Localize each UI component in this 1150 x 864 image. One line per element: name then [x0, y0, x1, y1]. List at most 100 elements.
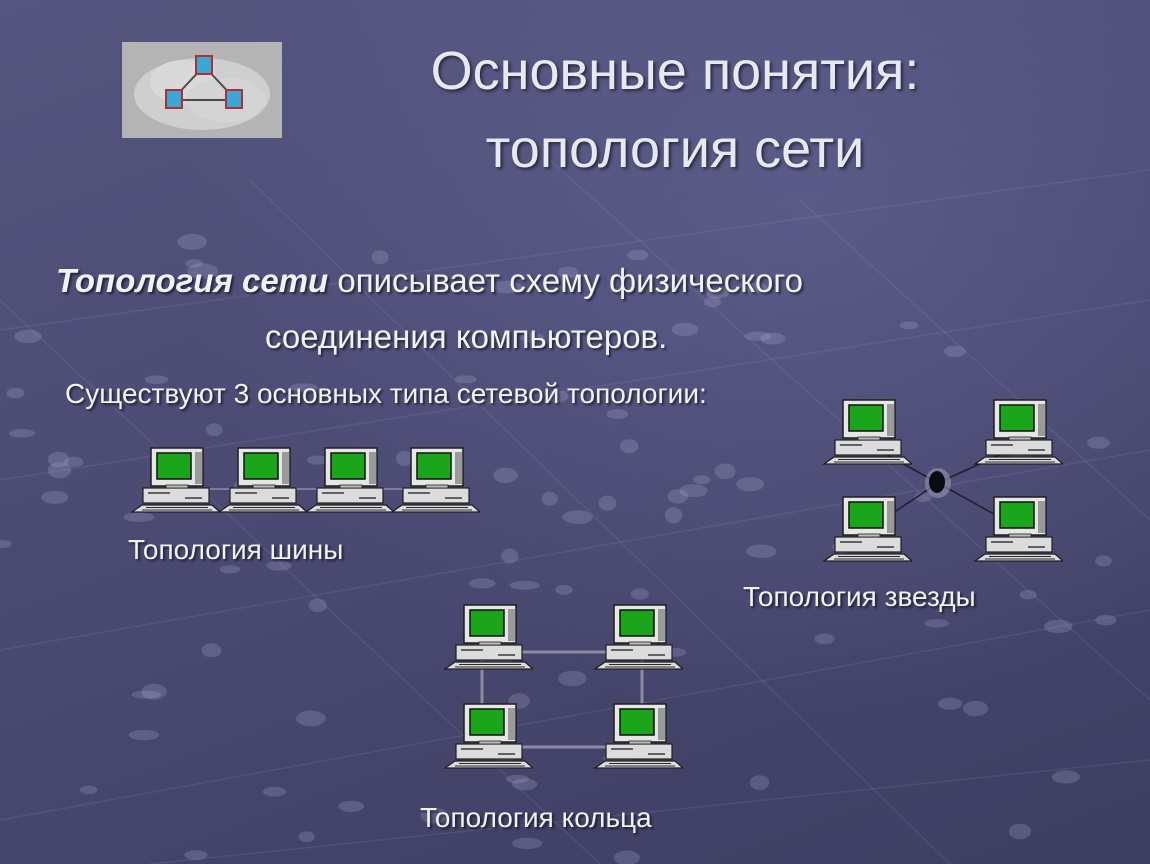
- star-topology-caption: Топология звезды: [743, 581, 976, 612]
- background-dot: [420, 807, 449, 824]
- background-dot: [512, 778, 538, 791]
- background-dot: [505, 774, 529, 784]
- background-dot: [1019, 590, 1037, 600]
- computer-icon: [305, 447, 395, 513]
- background-dot: [266, 560, 292, 571]
- background-dot: [296, 710, 326, 727]
- background-dot: [128, 729, 160, 741]
- computer-icon: [391, 447, 481, 513]
- background-dot: [512, 837, 543, 850]
- background-dot: [6, 387, 25, 399]
- background-dot: [606, 409, 629, 419]
- background-dot: [562, 510, 593, 524]
- network-triangle-icon: [134, 55, 270, 130]
- star-computer: [822, 495, 913, 565]
- ring-cables: [480, 650, 644, 749]
- background-dot: [1044, 619, 1073, 634]
- background-dot: [1095, 555, 1112, 567]
- ring-topology-caption: Топология кольца: [420, 802, 652, 833]
- background-dot: [9, 429, 35, 438]
- background-dot: [671, 322, 699, 337]
- computer-icon: [218, 447, 308, 513]
- computer-icon: [974, 496, 1064, 562]
- background-dot: [262, 786, 287, 797]
- bus-computer: [304, 446, 395, 516]
- background-dot: [541, 491, 558, 506]
- ring-computer: [443, 702, 534, 772]
- slide-title-line-1: Основные понятия:: [430, 41, 920, 101]
- background-dot: [1008, 823, 1031, 840]
- background-dot: [627, 249, 649, 261]
- background-dot: [454, 375, 477, 384]
- background-dot: [185, 259, 203, 268]
- background-dot: [123, 512, 155, 522]
- background-dot: [289, 383, 318, 393]
- star-computer: [973, 398, 1064, 468]
- background-dot: [1087, 436, 1110, 449]
- computer-icon: [974, 399, 1064, 465]
- background-dot: [0, 540, 12, 548]
- background-dot: [468, 578, 496, 589]
- background-dot: [520, 332, 545, 343]
- background-dot: [714, 463, 736, 480]
- background-dot: [1095, 614, 1117, 626]
- background-dot: [546, 390, 569, 403]
- background-dot: [131, 690, 162, 699]
- slide-title-line-2: топология сети: [485, 119, 865, 179]
- computer-icon: [444, 604, 534, 670]
- background-dot: [141, 683, 167, 700]
- background-dot: [490, 280, 523, 294]
- background-dot: [736, 477, 765, 492]
- background-dot: [693, 475, 711, 485]
- bus-topology-caption: Топология шины: [128, 534, 344, 565]
- background-dot: [557, 266, 579, 279]
- computer-icon: [823, 399, 913, 465]
- background-dot: [944, 345, 966, 357]
- background-dot: [371, 250, 389, 265]
- background-dot: [306, 455, 329, 465]
- computer-icon: [131, 447, 221, 513]
- background-dot: [509, 580, 540, 590]
- logo-image: [122, 42, 282, 138]
- background-dot: [41, 490, 69, 504]
- definition-term: Топология сети: [56, 262, 329, 299]
- background-dot: [706, 289, 729, 299]
- background-dot: [501, 548, 519, 564]
- background-dot: [937, 697, 963, 710]
- background-dot: [667, 489, 689, 504]
- background-dot: [744, 282, 769, 293]
- bus-computer: [217, 446, 308, 516]
- background-dot: [679, 484, 708, 498]
- ring-computer: [443, 603, 534, 673]
- background-dot: [201, 643, 222, 658]
- background-dot: [395, 450, 414, 467]
- background-dot: [144, 375, 168, 385]
- background-dot: [814, 633, 835, 645]
- background-dot: [63, 456, 84, 468]
- background-dot: [914, 492, 932, 502]
- computer-icon: [444, 703, 534, 769]
- background-dot: [619, 439, 639, 454]
- background-dot: [924, 619, 949, 628]
- background-dot: [206, 423, 223, 437]
- topology-types-intro: Существуют 3 основных типа сетевой топол…: [65, 378, 707, 409]
- background-dot: [630, 588, 649, 600]
- background-dot: [47, 451, 70, 468]
- background-dot: [1051, 770, 1080, 784]
- background-dot: [598, 495, 617, 511]
- background-dot: [558, 670, 587, 687]
- bus-computer: [130, 446, 221, 516]
- hub-icon: [929, 471, 945, 493]
- background-dot: [703, 296, 722, 308]
- computer-icon: [594, 604, 684, 670]
- background-dot: [298, 831, 315, 843]
- background-dot: [744, 331, 772, 341]
- definition-text: описывает схему физического: [328, 262, 804, 299]
- background-dot: [177, 233, 207, 250]
- background-dot: [746, 544, 777, 558]
- background-dot: [80, 785, 98, 795]
- background-dot: [187, 263, 219, 280]
- background-dot: [613, 850, 640, 864]
- definition-line-1: Топология сети описывает схему физическо…: [56, 262, 803, 300]
